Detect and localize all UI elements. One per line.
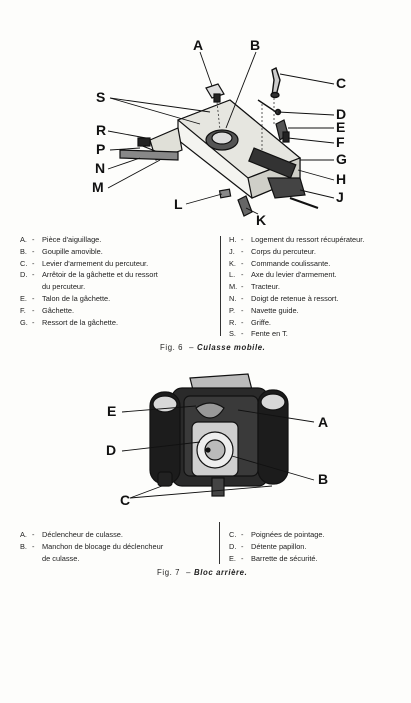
legend-item: E.-Barrette de sécurité. (229, 553, 318, 563)
legend-item: H.-Logement du ressort récupérateur. (229, 235, 365, 244)
callout-c: C (120, 492, 131, 508)
fig6-caption: Fig. 6–Culasse mobile. (160, 343, 266, 352)
legend-item: A.-Pièce d'aiguillage. (20, 235, 102, 244)
legend-item: F.-Gâchette. (20, 305, 75, 315)
figure-7-rear-block-illustration: E A D B C (0, 360, 411, 520)
rear-block-drawing (121, 373, 315, 499)
figure-6-bolt-illustration: A B C S D R E P F N G M H J L K (0, 0, 411, 235)
fig7-legend-right: C.-Poignées de pointage. D.-Détente papi… (229, 529, 325, 564)
fig6-legend-left: A.-Pièce d'aiguillage. B.-Goupille amovi… (20, 234, 158, 328)
legend-item: A.-Déclencheur de culasse. (20, 530, 123, 539)
callout-a: A (193, 37, 204, 53)
callout-s: S (96, 89, 106, 105)
fig7-caption: Fig. 7–Bloc arrière. (157, 568, 248, 577)
callout-b: B (318, 471, 329, 487)
callout-r: R (96, 122, 107, 138)
legend-item: B.-Goupille amovible. (20, 246, 103, 256)
legend-item: L.-Axe du levier d'armement. (229, 270, 337, 280)
callout-p: P (96, 141, 106, 157)
fig7-legend-left: A.-Déclencheur de culasse. B.-Manchon de… (20, 529, 163, 564)
legend-item: P.-Navette guide. (229, 305, 299, 315)
fig6-legend-right: H.-Logement du ressort récupérateur. J.-… (229, 234, 364, 340)
callout-d: D (106, 442, 117, 458)
callout-f: F (336, 134, 345, 150)
legend-item-continuation: de culasse. (42, 553, 80, 563)
legend-item: D.-Détente papillon. (229, 541, 307, 551)
legend-item: B.-Manchon de blocage du déclencheur (20, 541, 164, 551)
legend-item: C.-Levier d'armement du percuteur. (20, 258, 149, 268)
callout-n: N (95, 160, 106, 176)
callout-k: K (256, 212, 267, 228)
callout-g: G (336, 151, 347, 167)
legend-item: D.-Arrêtoir de la gâchette et du ressort (20, 270, 158, 280)
legend-item: R.-Griffe. (229, 317, 271, 327)
legend-item: S.-Fente en T. (229, 329, 288, 339)
fig6-legend-divider (220, 236, 221, 336)
callout-e: E (107, 403, 117, 419)
fig7-legend-divider (219, 522, 220, 564)
callout-a: A (318, 414, 329, 430)
callout-e: E (336, 119, 346, 135)
callout-b: B (250, 37, 261, 53)
legend-item: J.-Corps du percuteur. (229, 246, 316, 256)
bolt-drawing (107, 51, 335, 217)
legend-item: N.-Doigt de retenue à ressort. (229, 293, 339, 303)
callout-c: C (336, 75, 347, 91)
legend-item: G.-Ressort de la gâchette. (20, 317, 119, 327)
callout-h: H (336, 171, 347, 187)
legend-item: E.-Talon de la gâchette. (20, 293, 111, 303)
callout-j: J (336, 189, 344, 205)
callout-d: D (336, 106, 347, 122)
legend-item: M.-Tracteur. (229, 282, 280, 292)
legend-item: C.-Poignées de pointage. (229, 530, 325, 539)
legend-item: K.-Commande coulissante. (229, 258, 331, 268)
callout-m: M (92, 179, 104, 195)
legend-item-continuation: du percuteur. (42, 282, 86, 292)
callout-l: L (174, 196, 183, 212)
